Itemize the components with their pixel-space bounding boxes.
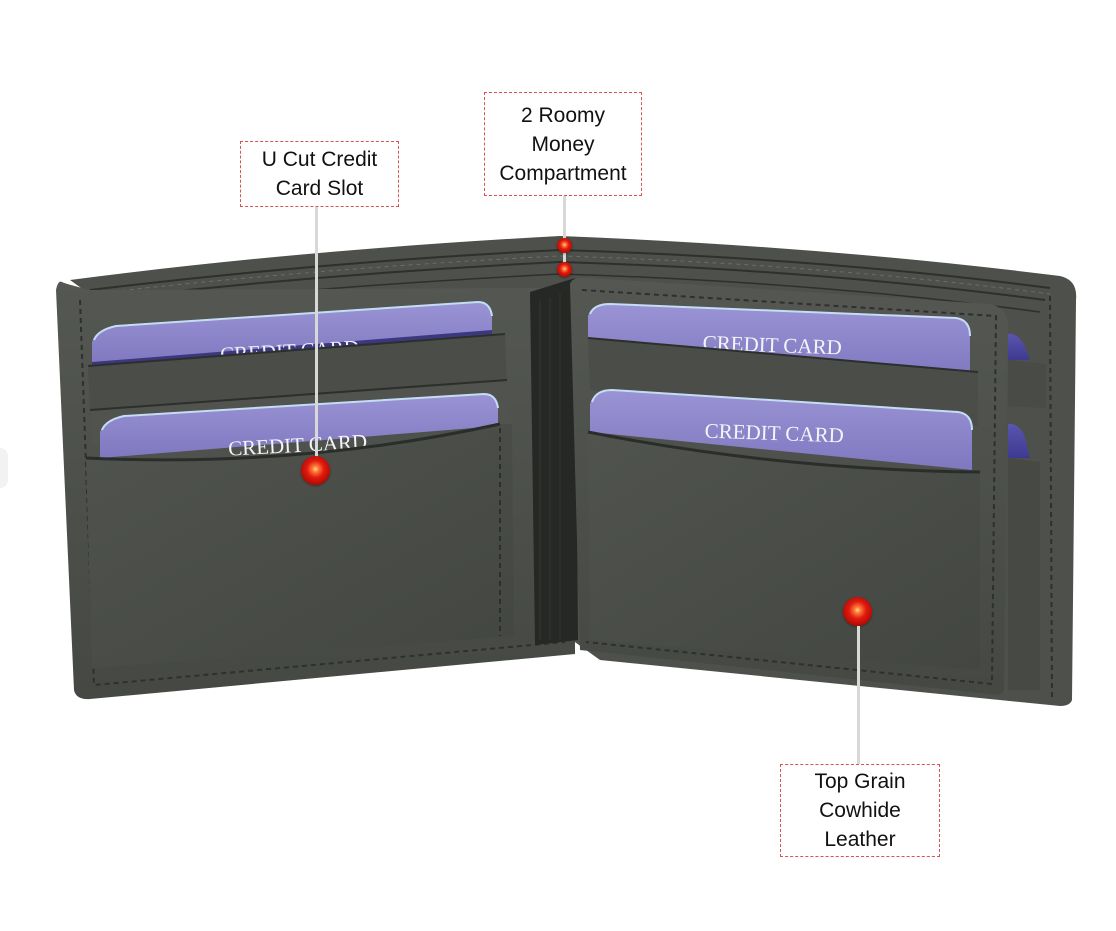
pin-marker-icon [301, 456, 330, 485]
callout-money-compartment: 2 Roomy Money Compartment [484, 92, 642, 196]
center-hinge [530, 278, 578, 645]
callout-line: Money [531, 132, 595, 156]
callout-leather: Top Grain Cowhide Leather [780, 764, 940, 857]
leader-line [563, 196, 566, 270]
right-flap: CREDIT CARD CREDIT CARD [570, 277, 1008, 695]
pin-marker-icon [557, 238, 572, 253]
callout-line: Top Grain [814, 770, 906, 793]
svg-text:CREDIT CARD: CREDIT CARD [704, 419, 844, 448]
pin-marker-icon [843, 597, 872, 626]
carousel-edge [0, 448, 8, 488]
callout-line: U Cut Credit [261, 148, 378, 171]
callout-u-cut-slot: U Cut Credit Card Slot [240, 141, 399, 207]
right-outer-slots [1008, 295, 1053, 701]
callout-line: Leather [824, 828, 896, 851]
callout-line: Cowhide [819, 799, 901, 822]
leader-line [857, 626, 860, 764]
callout-line: 2 Roomy [520, 103, 606, 127]
callout-line: Card Slot [275, 177, 364, 200]
leader-line [315, 207, 318, 469]
left-panel: CREDIT CARD CREDIT CARD [56, 281, 575, 700]
callout-line: Compartment [499, 161, 627, 185]
pin-marker-icon [557, 262, 572, 277]
